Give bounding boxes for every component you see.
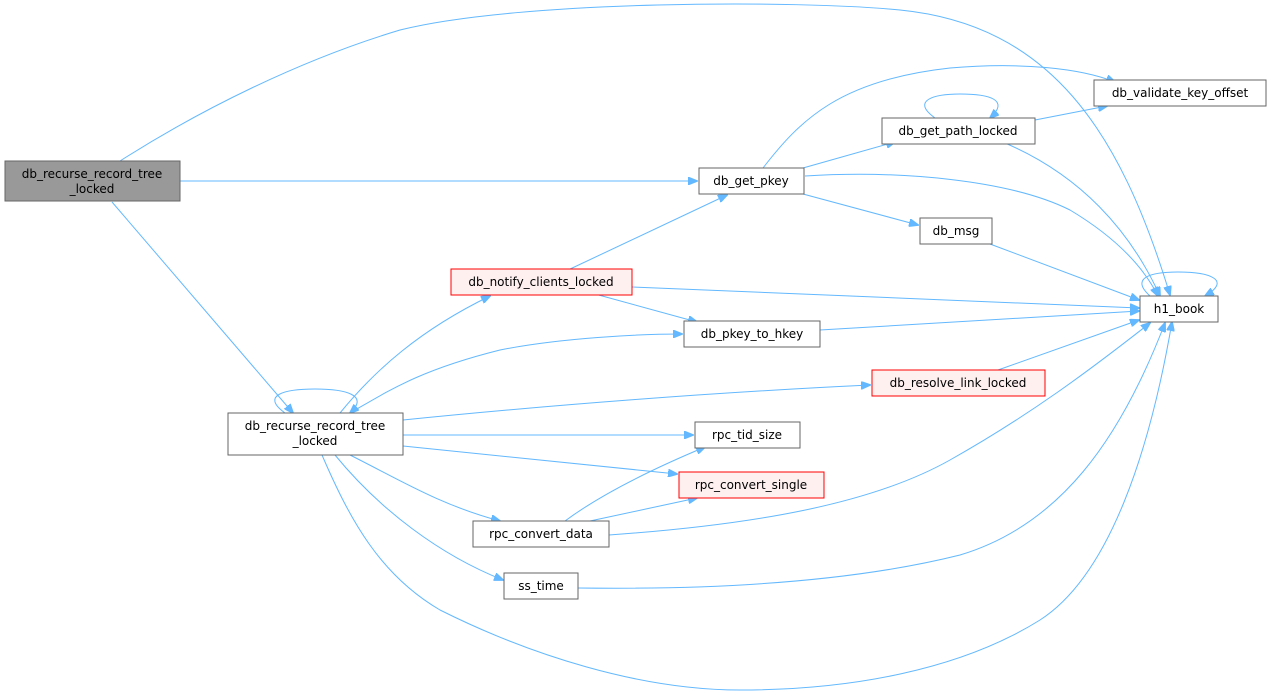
edge-recurse-to-notify [339, 296, 490, 414]
edge-pkey-to-hkey-to-hl-book [819, 311, 1139, 331]
node-label: db_get_path_locked [898, 124, 1017, 138]
node-rpc-convert-single[interactable]: rpc_convert_single [678, 471, 825, 499]
edge-notify-to-pkey-to-hkey [594, 293, 697, 322]
node-label-line1: db_recurse_record_tree [22, 167, 163, 181]
edge-recurse-to-ss-time [334, 454, 503, 580]
edge-recurse-to-resolve-link [402, 385, 870, 421]
edge-recurse-to-rpc-convert-data [349, 454, 500, 521]
node-db-validate-key-offset[interactable]: db_validate_key_offset [1093, 79, 1267, 107]
node-label: db_msg [933, 224, 980, 238]
edge-hl-book-self-loop [1141, 271, 1218, 296]
node-label: db_validate_key_offset [1112, 86, 1249, 100]
edge-notify-to-get-pkey [567, 195, 727, 271]
edge-get-pkey-to-msg [802, 193, 918, 225]
edge-root-to-recurse [111, 201, 293, 413]
node-root-db-recurse-record-tree-locked[interactable]: db_recurse_record_tree _locked [4, 160, 181, 202]
edge-get-pkey-to-get-path [802, 142, 895, 169]
edge-recurse-self-loop [274, 388, 357, 413]
node-label: ss_time [518, 579, 564, 593]
node-label: rpc_convert_data [489, 527, 593, 541]
node-label-line1: db_recurse_record_tree [245, 419, 386, 433]
edge-notify-to-hl-book [631, 286, 1139, 308]
nodes: db_recurse_record_tree _locked db_recurs… [4, 79, 1267, 600]
edge-get-pkey-to-hl-book [804, 173, 1158, 296]
edge-rpc-convert-data-to-tid-size [564, 447, 705, 522]
edge-get-path-to-hl-book [1004, 142, 1160, 296]
node-label: h1_book [1154, 302, 1205, 316]
edge-root-to-hl-book [119, 3, 1170, 295]
node-label: db_pkey_to_hkey [701, 327, 804, 341]
node-label-line2: _locked [69, 182, 115, 196]
edge-recurse-to-pkey-to-hkey [349, 334, 682, 414]
node-ss-time[interactable]: ss_time [503, 572, 579, 600]
edges [111, 3, 1218, 691]
edge-rpc-convert-data-to-hl-book [608, 323, 1150, 536]
edge-get-path-to-validate [1034, 106, 1107, 121]
edge-rpc-convert-data-to-single [589, 498, 697, 522]
node-db-get-pkey[interactable]: db_get_pkey [698, 167, 805, 195]
edge-get-pkey-to-validate [762, 65, 1115, 169]
node-hl-book[interactable]: h1_book [1139, 295, 1219, 323]
edge-ss-time-to-hl-book [577, 323, 1165, 589]
node-label-line2: _locked [292, 434, 338, 448]
node-label: db_get_pkey [713, 174, 789, 188]
edge-get-path-self-loop [924, 93, 998, 118]
node-label: rpc_tid_size [712, 428, 782, 442]
node-db-get-path-locked[interactable]: db_get_path_locked [881, 117, 1036, 145]
node-db-recurse-record-tree-locked[interactable]: db_recurse_record_tree _locked [227, 412, 404, 456]
node-db-notify-clients-locked[interactable]: db_notify_clients_locked [450, 268, 633, 296]
edge-resolve-link-to-hl-book [997, 320, 1139, 371]
node-db-pkey-to-hkey[interactable]: db_pkey_to_hkey [683, 320, 821, 348]
node-label: db_notify_clients_locked [468, 275, 613, 289]
edge-msg-to-hl-book [989, 243, 1139, 300]
node-label: rpc_convert_single [695, 478, 807, 492]
edge-recurse-to-hl-book [321, 322, 1172, 691]
node-rpc-convert-data[interactable]: rpc_convert_data [472, 520, 610, 548]
node-rpc-tid-size[interactable]: rpc_tid_size [694, 421, 801, 449]
edge-recurse-to-rpc-convert-single [402, 445, 677, 474]
node-db-msg[interactable]: db_msg [919, 217, 993, 245]
node-label: db_resolve_link_locked [890, 376, 1027, 390]
node-db-resolve-link-locked[interactable]: db_resolve_link_locked [871, 369, 1046, 397]
